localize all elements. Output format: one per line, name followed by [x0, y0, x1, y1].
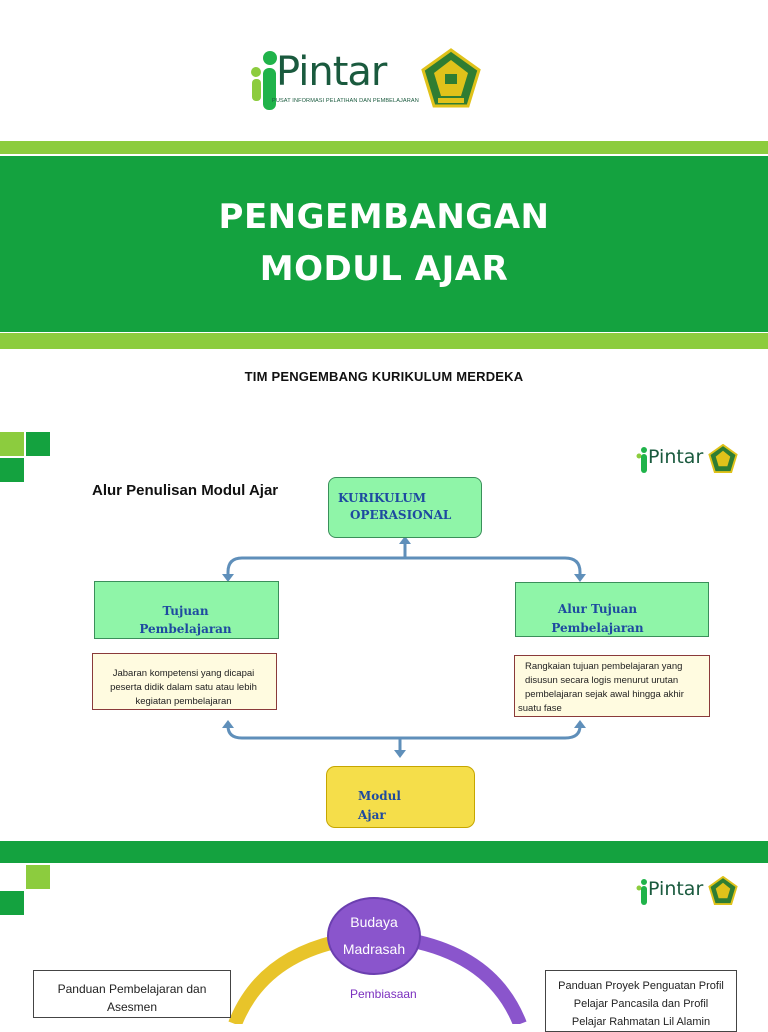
flow-heading: Alur Penulisan Modul Ajar	[92, 482, 279, 499]
pintar-logo-small: Pintar	[636, 876, 740, 908]
alur-label-line2: Pembelajaran	[551, 621, 644, 635]
kemenag-emblem-icon	[708, 876, 738, 906]
bubble-line1: Budaya	[350, 914, 398, 930]
page-title-line2: MODUL AJAR	[259, 249, 509, 289]
decor-square	[26, 432, 50, 456]
kurikulum-operasional-box	[328, 477, 482, 538]
alur-description-box	[514, 655, 710, 717]
left-box-line1: Panduan Pembelajaran dan	[57, 982, 207, 996]
flow-connectors	[222, 536, 586, 758]
pintar-figure-icon	[251, 51, 277, 110]
modul-label-line1: Modul	[358, 789, 401, 803]
logo-wordmark: Pintar	[276, 49, 387, 95]
pembiasaan-label: Pembiasaan	[350, 987, 417, 1001]
right-box-line1: Panduan Proyek Penguatan Profil	[558, 980, 724, 992]
tujuan-desc-line2: peserta didik dalam satu atau lebih	[110, 682, 257, 693]
right-box-line2: Pelajar Pancasila dan Profil	[573, 998, 709, 1010]
panduan-pembelajaran-box	[33, 970, 231, 1018]
decor-square	[0, 432, 24, 456]
tujuan-description-box	[92, 653, 277, 710]
tujuan-label-line2: Pembelajaran	[139, 622, 232, 636]
title-bottom-band	[0, 333, 768, 349]
title-top-band	[0, 141, 768, 154]
decor-square	[0, 458, 24, 482]
tujuan-desc-line3: kegiatan pembelajaran	[135, 696, 232, 707]
kurikulum-label-line1: KURIKULUM	[338, 491, 427, 505]
decor-square	[0, 891, 24, 915]
modul-ajar-box	[326, 766, 475, 828]
tujuan-label-line1: Tujuan	[162, 604, 209, 618]
budaya-madrasah-bubble	[327, 897, 421, 975]
tujuan-pembelajaran-box	[94, 581, 279, 639]
bubble-line2: Madrasah	[342, 941, 406, 957]
logo-wordmark: Pintar	[648, 878, 704, 900]
logo-wordmark: Pintar	[648, 446, 704, 468]
alur-desc-line1: Rangkaian tujuan pembelajaran yang	[525, 661, 683, 672]
kemenag-emblem-icon	[708, 444, 738, 474]
decor-square	[0, 865, 24, 889]
alur-desc-line4: suatu fase	[518, 703, 562, 714]
pintar-logo: Pintar PUSAT INFORMASI PELATIHAN DAN PEM…	[250, 48, 490, 114]
alur-tujuan-box	[515, 582, 709, 637]
logo-tagline: PUSAT INFORMASI PELATIHAN DAN PEMBELAJAR…	[272, 98, 419, 104]
cycle-arcs	[228, 935, 527, 1024]
alur-label-line1: Alur Tujuan	[557, 602, 638, 616]
pintar-figure-icon	[636, 447, 647, 473]
alur-desc-line2: disusun secara logis menurut urutan	[525, 675, 679, 686]
title-band	[0, 156, 768, 332]
left-box-line2: Asesmen	[106, 1000, 158, 1014]
page-title-line1: PENGEMBANGAN	[218, 197, 550, 237]
kemenag-emblem-icon	[421, 48, 481, 108]
pintar-logo-small: Pintar	[636, 444, 740, 476]
alur-desc-line3: pembelajaran sejak awal hingga akhir	[525, 689, 684, 700]
modul-label-line2: Ajar	[358, 808, 386, 822]
right-box-line3: Pelajar Rahmatan Lil Alamin	[571, 1016, 711, 1028]
decor-square	[26, 865, 50, 889]
kurikulum-label-line2: OPERASIONAL	[350, 508, 452, 522]
tujuan-desc-line1: Jabaran kompetensi yang dicapai	[112, 668, 255, 679]
section-divider-band	[0, 841, 768, 863]
pintar-figure-icon	[636, 879, 647, 905]
page-subtitle: TIM PENGEMBANG KURIKULUM MERDEKA	[244, 369, 524, 384]
